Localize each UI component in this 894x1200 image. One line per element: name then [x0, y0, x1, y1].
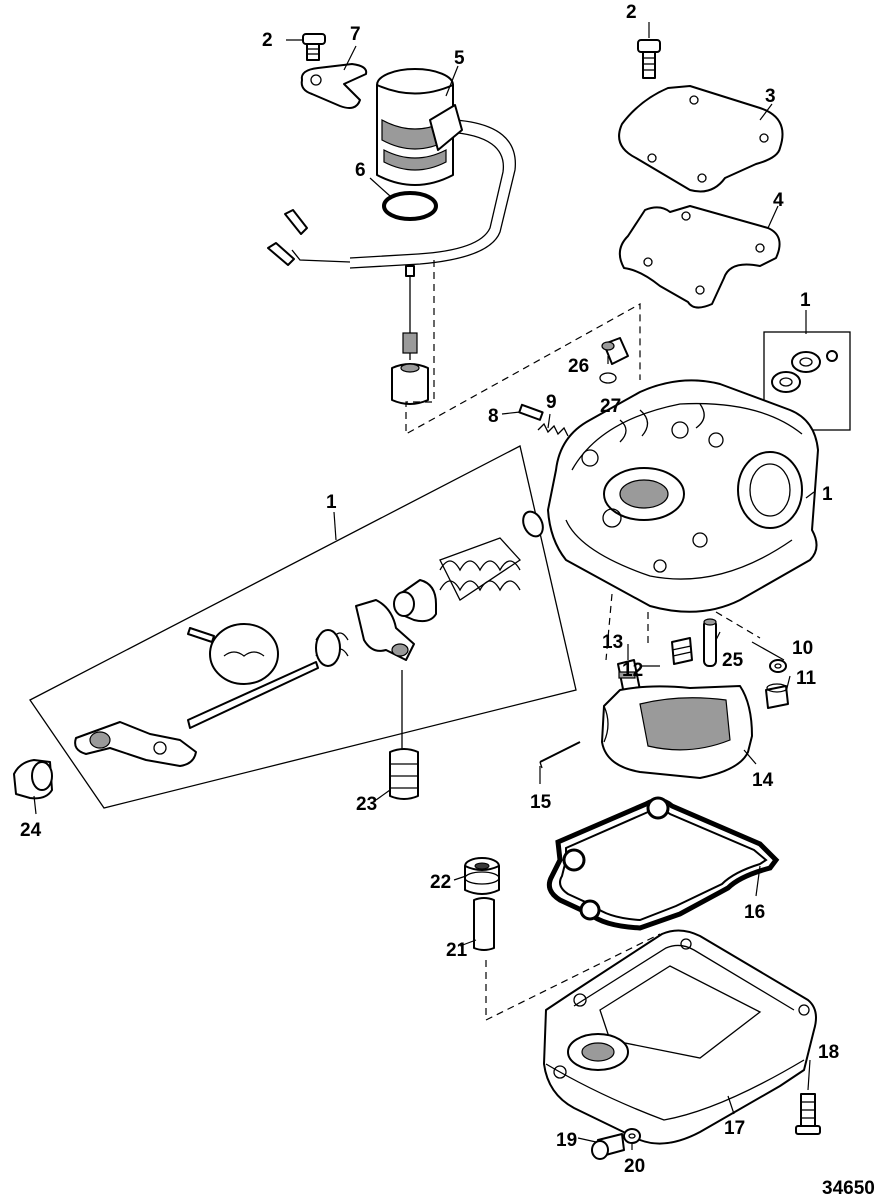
screw-part-2-right: [637, 39, 661, 79]
callout-1-kit-left: 1: [326, 492, 337, 513]
callout-6: 6: [355, 160, 366, 181]
check-valve-part-23: [389, 670, 419, 800]
o-ring-part-6: [382, 191, 438, 221]
callout-15: 15: [530, 792, 552, 813]
callout-18: 18: [818, 1042, 839, 1063]
callout-labels: 2 7 5 6 2 3 4 1 26 27 8 9 1 1 10 11 13 1…: [20, 2, 875, 1199]
seal-kit-box-part-1: [763, 331, 851, 431]
callout-8: 8: [488, 406, 499, 427]
gasket-part-4: [618, 205, 781, 309]
cover-plate-part-3: [618, 85, 784, 193]
callout-2-right: 2: [626, 2, 637, 23]
needle-assembly: [391, 265, 429, 405]
spring-part-9: [537, 422, 569, 437]
pump-kit-contents: [74, 510, 544, 767]
callout-3: 3: [765, 86, 776, 107]
o-ring-part-27: [599, 372, 617, 384]
callout-25: 25: [722, 650, 744, 671]
bowl-gasket-part-16: [546, 796, 780, 931]
callout-26: 26: [568, 356, 589, 377]
washer-part-20: [623, 1128, 641, 1144]
callout-27: 27: [600, 396, 621, 417]
washer-part-10: [769, 659, 787, 673]
callout-5: 5: [454, 48, 465, 69]
screw-part-19: [591, 1133, 625, 1160]
callout-17: 17: [724, 1118, 745, 1139]
float-bowl-part-17: [543, 929, 817, 1145]
callout-9: 9: [546, 392, 557, 413]
callout-13: 13: [602, 632, 623, 653]
callout-16: 16: [744, 902, 765, 923]
assembly-guide-lines: [405, 260, 761, 1021]
callout-1-kit-right: 1: [800, 290, 811, 311]
callout-12: 12: [622, 660, 643, 681]
leader-lines: [33, 22, 815, 1150]
callout-2-left: 2: [262, 30, 273, 51]
callout-4: 4: [773, 190, 784, 211]
callout-7: 7: [350, 24, 361, 45]
callout-14: 14: [752, 770, 774, 791]
callout-24: 24: [20, 820, 42, 841]
main-jet-part-12: [671, 637, 693, 665]
callout-20: 20: [624, 1156, 645, 1177]
cap-part-22: [464, 857, 500, 895]
callout-22: 22: [430, 872, 451, 893]
pilot-screw-part-8: [518, 403, 544, 421]
accelerator-pump-kit-outline-part-1: [29, 445, 577, 809]
carburetor-body-part-1: [547, 379, 819, 613]
retainer-clip-part-7: [300, 63, 368, 109]
callout-11: 11: [796, 668, 817, 689]
spring-part-21: [473, 897, 495, 951]
nozzle-part-25: [703, 618, 717, 667]
plug-part-26: [601, 337, 629, 365]
figure-reference-number: 34650: [822, 1178, 875, 1199]
screw-part-2-left: [302, 33, 326, 61]
float-part-14: [601, 685, 753, 779]
callout-21: 21: [446, 940, 468, 961]
solenoid-part-5: [267, 68, 516, 269]
float-pin-part-15: [539, 741, 581, 769]
plug-part-11: [765, 683, 789, 709]
callout-23: 23: [356, 794, 377, 815]
bushing-part-24: [13, 759, 53, 800]
callout-10: 10: [792, 638, 813, 659]
callout-1-body: 1: [822, 484, 833, 505]
callout-19: 19: [556, 1130, 577, 1151]
screw-part-18: [795, 1093, 821, 1135]
